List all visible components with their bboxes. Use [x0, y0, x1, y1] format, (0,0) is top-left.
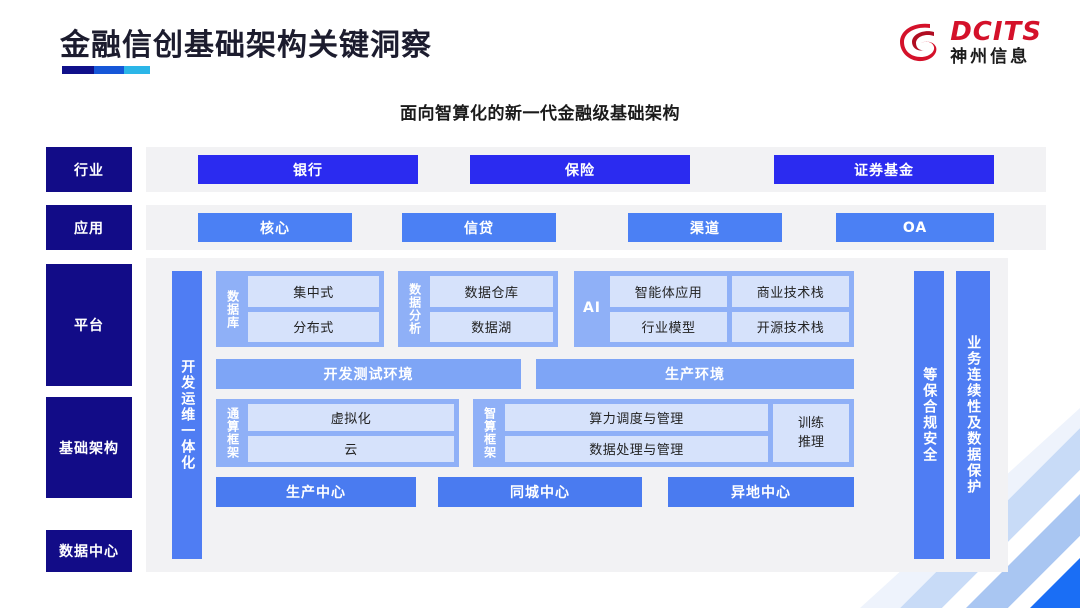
- cell-distributed[interactable]: 分布式: [248, 311, 379, 342]
- industry-chip-securities[interactable]: 证券基金: [774, 155, 994, 184]
- group-body-general-compute: 虚拟化 云: [248, 404, 454, 462]
- training-label: 训练: [797, 415, 824, 431]
- cell-opensource-stack[interactable]: 开源技术栈: [732, 311, 849, 342]
- row-label-infrastructure: 基础架构: [46, 397, 132, 498]
- cell-commercial-stack[interactable]: 商业技术栈: [732, 276, 849, 307]
- page-subtitle: 面向智算化的新一代金融级基础架构: [400, 104, 680, 124]
- group-label-intelligent-compute: 智算框架: [482, 407, 497, 459]
- platform-content: 数据库 集中式 分布式 数据分析 数据仓库 数据湖 AI 智能体应用: [216, 271, 906, 561]
- group-label-database: 数据库: [225, 289, 240, 329]
- application-chip-oa[interactable]: OA: [836, 213, 994, 242]
- group-data-analysis: 数据分析 数据仓库 数据湖: [398, 271, 558, 347]
- cell-data-lake[interactable]: 数据湖: [430, 311, 553, 342]
- group-label-general-compute: 通算框架: [225, 407, 240, 459]
- group-label-data-analysis: 数据分析: [407, 283, 422, 335]
- group-body-database: 集中式 分布式: [248, 276, 379, 342]
- cell-data-warehouse[interactable]: 数据仓库: [430, 276, 553, 307]
- cell-industry-model[interactable]: 行业模型: [610, 311, 727, 342]
- datacenter-bar-metro[interactable]: 同城中心: [438, 477, 642, 507]
- title-accent-bar: [62, 66, 150, 74]
- industry-band: 银行 保险 证券基金: [146, 147, 1046, 192]
- cell-training-inference[interactable]: 训练 推理: [773, 404, 849, 462]
- logo-en-text: DCITS: [950, 16, 1042, 47]
- group-ai: AI 智能体应用 商业技术栈 行业模型 开源技术栈: [574, 271, 854, 347]
- vertical-bar-continuity[interactable]: 业务连续性及数据保护: [956, 271, 990, 559]
- group-intelligent-compute: 智算框架 算力调度与管理 数据处理与管理 训练 推理: [473, 399, 854, 467]
- application-chip-credit[interactable]: 信贷: [402, 213, 556, 242]
- architecture-diagram: 行业 应用 平台 基础架构 数据中心 银行 保险 证券基金 核心 信贷 渠道 O…: [46, 145, 1046, 575]
- datacenter-bar-remote[interactable]: 异地中心: [668, 477, 854, 507]
- application-chip-channel[interactable]: 渠道: [628, 213, 782, 242]
- page-title: 金融信创基础架构关键洞察: [60, 28, 432, 63]
- row-label-datacenter: 数据中心: [46, 530, 132, 572]
- cell-compute-scheduling[interactable]: 算力调度与管理: [505, 404, 768, 431]
- industry-chip-bank[interactable]: 银行: [198, 155, 418, 184]
- accent-segment-1: [62, 66, 94, 74]
- cell-agent-application[interactable]: 智能体应用: [610, 276, 727, 307]
- group-body-data-analysis: 数据仓库 数据湖: [430, 276, 553, 342]
- vertical-bar-compliance[interactable]: 等保合规安全: [914, 271, 944, 559]
- logo-text-block: DCITS 神州信息: [950, 19, 1042, 66]
- accent-segment-2: [94, 66, 124, 74]
- logo-cn-text: 神州信息: [950, 46, 1031, 67]
- group-database: 数据库 集中式 分布式: [216, 271, 384, 347]
- row-label-industry: 行业: [46, 147, 132, 192]
- intelligent-compute-stack: 算力调度与管理 数据处理与管理: [505, 404, 768, 462]
- company-logo: DCITS 神州信息: [898, 18, 1042, 66]
- vertical-bar-devops[interactable]: 开发运维一体化: [172, 271, 202, 559]
- row-label-application: 应用: [46, 205, 132, 250]
- row-label-platform: 平台: [46, 264, 132, 386]
- env-bar-production[interactable]: 生产环境: [536, 359, 854, 389]
- industry-chip-insurance[interactable]: 保险: [470, 155, 690, 184]
- group-body-ai: 智能体应用 商业技术栈 行业模型 开源技术栈: [610, 276, 849, 342]
- application-band: 核心 信贷 渠道 OA: [146, 205, 1046, 250]
- cell-data-processing[interactable]: 数据处理与管理: [505, 435, 768, 462]
- cell-centralized[interactable]: 集中式: [248, 276, 379, 307]
- dcits-swirl-icon: [900, 23, 937, 62]
- application-chip-core[interactable]: 核心: [198, 213, 352, 242]
- inference-label: 推理: [797, 435, 824, 450]
- accent-segment-3: [124, 66, 150, 74]
- datacenter-bar-production[interactable]: 生产中心: [216, 477, 416, 507]
- cell-cloud[interactable]: 云: [248, 435, 454, 462]
- env-bar-dev-test[interactable]: 开发测试环境: [216, 359, 521, 389]
- group-body-intelligent-compute: 算力调度与管理 数据处理与管理 训练 推理: [505, 404, 849, 462]
- group-general-compute: 通算框架 虚拟化 云: [216, 399, 459, 467]
- group-label-ai: AI: [582, 300, 602, 317]
- cell-virtualization[interactable]: 虚拟化: [248, 404, 454, 431]
